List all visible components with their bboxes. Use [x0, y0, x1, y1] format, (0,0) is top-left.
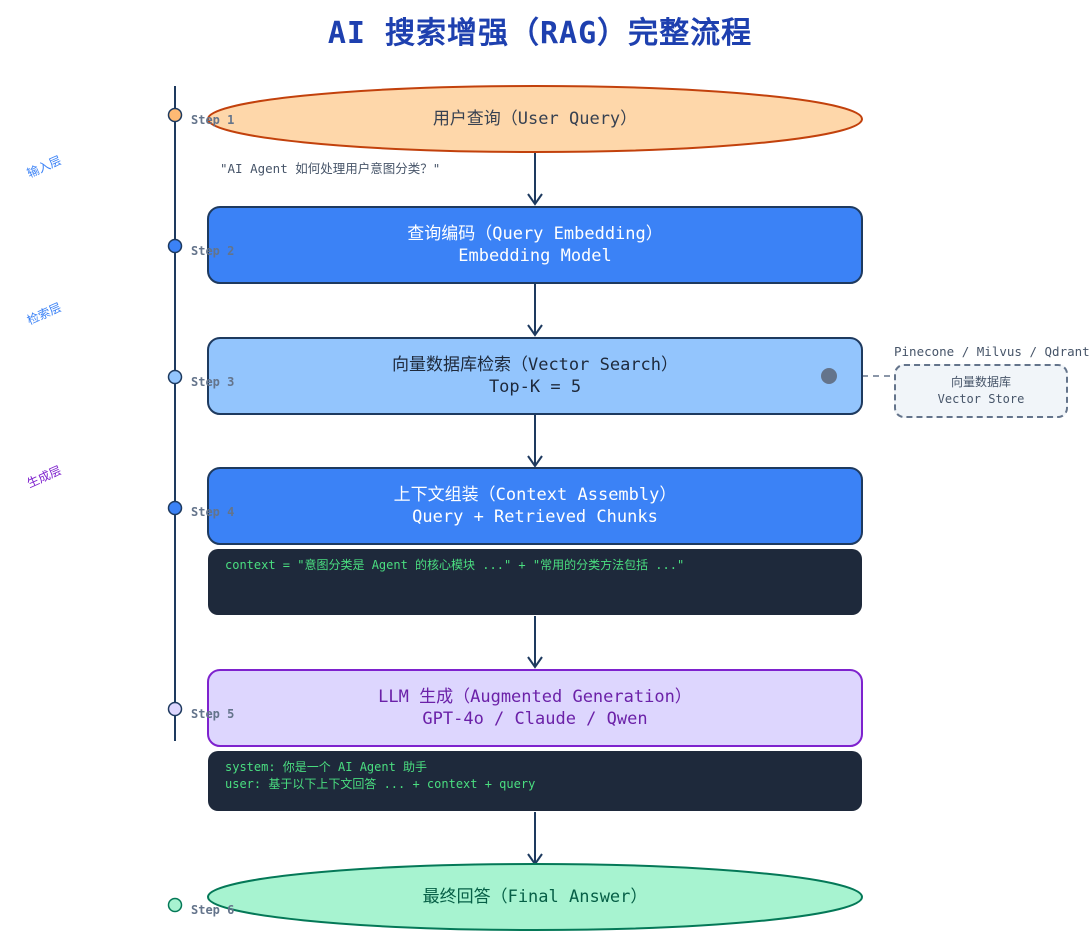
llm-generation-node	[207, 669, 863, 747]
vector-store-box: 向量数据库 Vector Store	[894, 364, 1068, 418]
query-example: "AI Agent 如何处理用户意图分类？"	[220, 161, 441, 176]
prompt-code-block: system: 你是一个 AI Agent 助手 user: 基于以下上下文回答…	[208, 751, 862, 811]
vector-store-providers: Pinecone / Milvus / Qdrant	[894, 344, 1090, 359]
user-query-text: 用户查询（User Query）	[432, 109, 638, 129]
step-label-3: Step 3	[191, 375, 234, 389]
step-label-2: Step 2	[191, 244, 234, 258]
query-embedding-text: 查询编码（Query Embedding） Embedding Model	[407, 224, 663, 266]
vector-search-text: 向量数据库检索（Vector Search） Top-K = 5	[391, 355, 679, 397]
final-answer-text: 最终回答（Final Answer）	[422, 887, 648, 907]
step-label-5: Step 5	[191, 707, 234, 721]
user-query-node	[207, 85, 863, 153]
step-dot-1	[167, 107, 183, 123]
step-label-1: Step 1	[191, 113, 234, 127]
step-dot-5	[167, 701, 183, 717]
context-assembly-node	[207, 467, 863, 545]
step-dot-2	[167, 238, 183, 254]
step-dot-4	[167, 500, 183, 516]
vector-search-port	[821, 368, 837, 384]
step-label-4: Step 4	[191, 505, 234, 519]
llm-generation-text: LLM 生成（Augmented Generation） GPT-4o / Cl…	[378, 687, 692, 729]
final-answer-node	[207, 863, 863, 931]
context-code-block: context = "意图分类是 Agent 的核心模块 ..." + "常用的…	[208, 549, 862, 615]
context-assembly-text: 上下文组装（Context Assembly） Query + Retrieve…	[393, 485, 677, 527]
query-embedding-node	[207, 206, 863, 284]
step-dot-3	[167, 369, 183, 385]
page-title: AI 搜索增强（RAG）完整流程	[327, 16, 753, 51]
vector-search-node	[207, 337, 863, 415]
step-dot-6	[167, 897, 183, 913]
step-label-6: Step 6	[191, 903, 235, 917]
